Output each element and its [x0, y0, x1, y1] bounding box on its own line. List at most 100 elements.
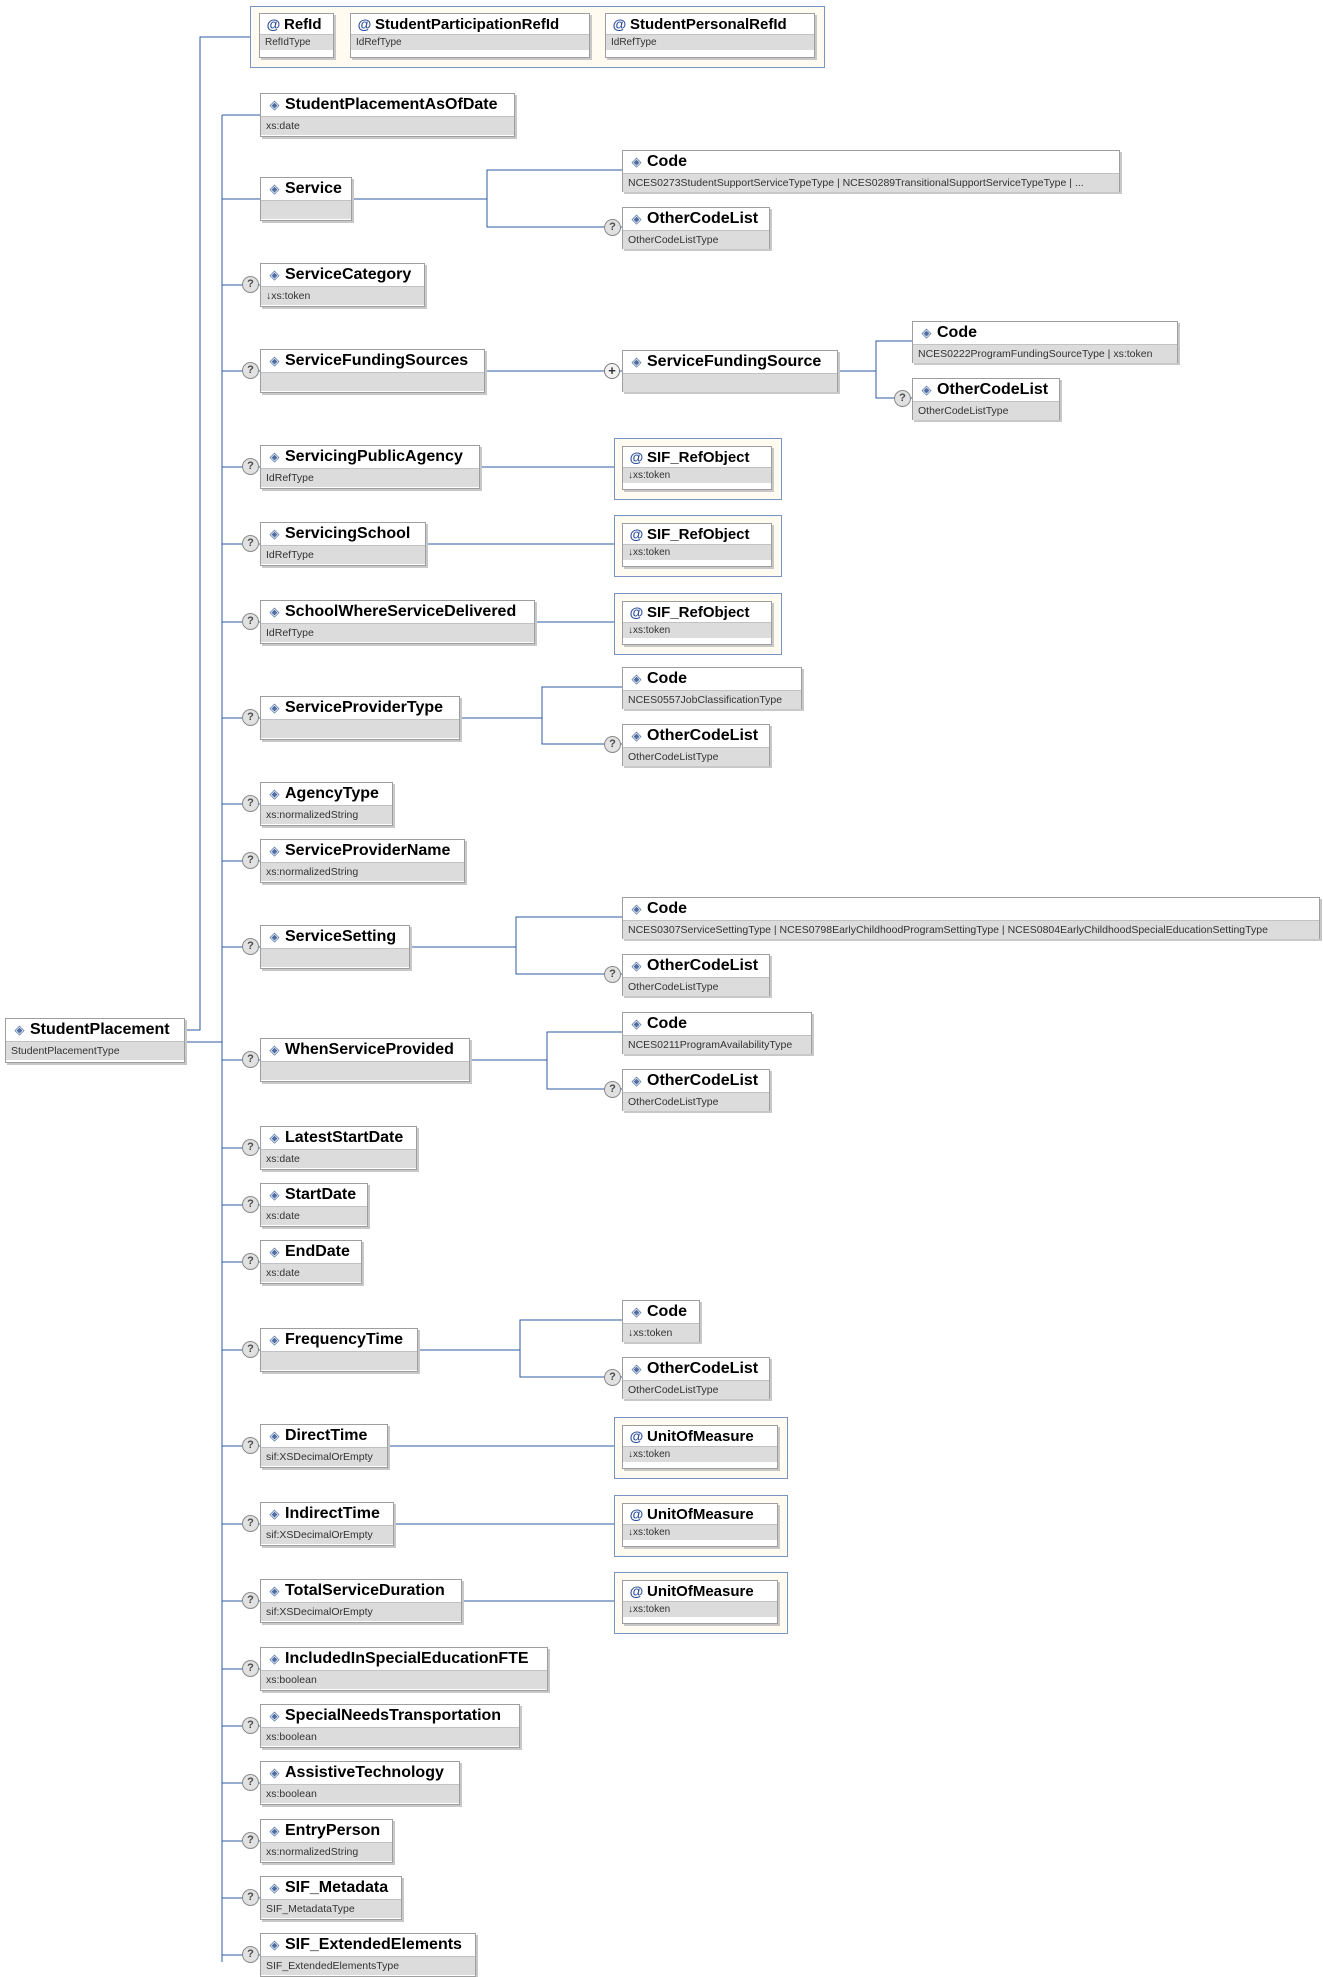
element-icon: ◈ — [631, 211, 642, 226]
element-name: WhenServiceProvided — [285, 1041, 454, 1058]
element-name: OtherCodeList — [647, 1072, 759, 1089]
attribute-agency-sif-ref-object[interactable]: @SIF_RefObject ↓xs:token — [622, 446, 772, 490]
element-type: xs:normalizedString — [261, 1842, 392, 1861]
element-latest-start-date[interactable]: ◈LatestStartDate xs:date — [260, 1126, 417, 1170]
attribute-name: RefId — [284, 16, 322, 33]
child-provider-other-code-list[interactable]: ◈OtherCodeList OtherCodeListType — [622, 724, 770, 766]
element-agency-type[interactable]: ◈AgencyType xs:normalizedString — [260, 782, 393, 826]
element-indirect-time[interactable]: ◈IndirectTime sif:XSDecimalOrEmpty — [260, 1502, 394, 1546]
attribute-student-personal-ref-id[interactable]: @StudentPersonalRefId IdRefType — [605, 13, 815, 58]
attribute-direct-unit-of-measure[interactable]: @UnitOfMeasure ↓xs:token — [622, 1425, 778, 1469]
element-assistive-technology[interactable]: ◈AssistiveTechnology xs:boolean — [260, 1761, 460, 1805]
element-end-date[interactable]: ◈EndDate xs:date — [260, 1240, 362, 1284]
element-icon: ◈ — [921, 382, 932, 397]
element-type: IdRefType — [261, 545, 425, 564]
attribute-type: ↓xs:token — [623, 622, 771, 638]
element-servicing-public-agency[interactable]: ◈ServicingPublicAgency IdRefType — [260, 445, 480, 489]
optional-marker-icon: ? — [242, 709, 259, 726]
element-name: SchoolWhereServiceDelivered — [285, 603, 517, 620]
element-name: Code — [937, 324, 977, 341]
optional-marker-icon: ? — [242, 938, 259, 955]
attribute-type: RefIdType — [260, 34, 333, 50]
optional-marker-icon: ? — [604, 736, 621, 753]
element-name: DirectTime — [285, 1427, 368, 1444]
attribute-student-participation-ref-id[interactable]: @StudentParticipationRefId IdRefType — [350, 13, 590, 58]
child-service-funding-source[interactable]: ◈ServiceFundingSource — [622, 350, 838, 392]
child-setting-other-code-list[interactable]: ◈OtherCodeList OtherCodeListType — [622, 954, 770, 996]
element-name: OtherCodeList — [647, 1360, 759, 1377]
optional-marker-icon: ? — [242, 1946, 259, 1963]
element-sif-extended-elements[interactable]: ◈SIF_ExtendedElements SIF_ExtendedElemen… — [260, 1933, 476, 1977]
element-name: OtherCodeList — [647, 727, 759, 744]
optional-marker-icon: ? — [242, 276, 259, 293]
element-name: StudentPlacementAsOfDate — [285, 96, 498, 113]
child-when-code[interactable]: ◈Code NCES0211ProgramAvailabilityType — [622, 1012, 812, 1054]
child-service-code[interactable]: ◈Code NCES0273StudentSupportServiceTypeT… — [622, 150, 1120, 192]
element-included-in-special-education-fte[interactable]: ◈IncludedInSpecialEducationFTE xs:boolea… — [260, 1647, 548, 1691]
child-funding-other-code-list[interactable]: ◈OtherCodeList OtherCodeListType — [912, 378, 1060, 420]
element-icon: ◈ — [631, 1016, 642, 1031]
element-icon: ◈ — [269, 1880, 280, 1895]
attribute-indirect-unit-of-measure[interactable]: @UnitOfMeasure ↓xs:token — [622, 1503, 778, 1547]
optional-marker-icon: ? — [242, 795, 259, 812]
element-entry-person[interactable]: ◈EntryPerson xs:normalizedString — [260, 1819, 393, 1863]
element-direct-time[interactable]: ◈DirectTime sif:XSDecimalOrEmpty — [260, 1424, 388, 1468]
element-icon: ◈ — [269, 267, 280, 282]
element-service-setting[interactable]: ◈ServiceSetting — [260, 925, 410, 969]
expand-plus-icon[interactable]: + — [604, 363, 620, 379]
element-name: IncludedInSpecialEducationFTE — [285, 1650, 529, 1667]
element-icon: ◈ — [631, 901, 642, 916]
attribute-icon: @ — [629, 1583, 644, 1599]
element-special-needs-transportation[interactable]: ◈SpecialNeedsTransportation xs:boolean — [260, 1704, 520, 1748]
child-provider-code[interactable]: ◈Code NCES0557JobClassificationType — [622, 667, 802, 709]
optional-marker-icon: ? — [894, 390, 911, 407]
element-icon: ◈ — [269, 1583, 280, 1598]
element-service-funding-sources[interactable]: ◈ServiceFundingSources — [260, 349, 485, 393]
attribute-delivered-sif-ref-object[interactable]: @SIF_RefObject ↓xs:token — [622, 601, 772, 645]
element-icon: ◈ — [269, 1937, 280, 1952]
element-name: OtherCodeList — [937, 381, 1049, 398]
element-total-service-duration[interactable]: ◈TotalServiceDuration sif:XSDecimalOrEmp… — [260, 1579, 462, 1623]
element-name: ServiceFundingSource — [647, 353, 822, 370]
element-icon: ◈ — [631, 1073, 642, 1088]
element-type: sif:XSDecimalOrEmpty — [261, 1602, 461, 1621]
attribute-ref-id[interactable]: @RefId RefIdType — [259, 13, 334, 58]
element-when-service-provided[interactable]: ◈WhenServiceProvided — [260, 1038, 470, 1082]
element-service-category[interactable]: ◈ServiceCategory ↓xs:token — [260, 263, 425, 307]
element-service-provider-name[interactable]: ◈ServiceProviderName xs:normalizedString — [260, 839, 465, 883]
optional-marker-icon: ? — [604, 1369, 621, 1386]
element-school-where-service-delivered[interactable]: ◈SchoolWhereServiceDelivered IdRefType — [260, 600, 535, 644]
element-name: Service — [285, 180, 342, 197]
element-servicing-school[interactable]: ◈ServicingSchool IdRefType — [260, 522, 426, 566]
element-name: SIF_Metadata — [285, 1879, 389, 1896]
element-icon: ◈ — [269, 353, 280, 368]
optional-marker-icon: ? — [242, 1515, 259, 1532]
element-type: IdRefType — [261, 468, 479, 487]
child-funding-code[interactable]: ◈Code NCES0222ProgramFundingSourceType |… — [912, 321, 1178, 363]
child-when-other-code-list[interactable]: ◈OtherCodeList OtherCodeListType — [622, 1069, 770, 1111]
element-start-date[interactable]: ◈StartDate xs:date — [260, 1183, 368, 1227]
child-frequency-other-code-list[interactable]: ◈OtherCodeList OtherCodeListType — [622, 1357, 770, 1399]
element-icon: ◈ — [269, 843, 280, 858]
attribute-total-unit-of-measure[interactable]: @UnitOfMeasure ↓xs:token — [622, 1580, 778, 1624]
element-name: EntryPerson — [285, 1822, 381, 1839]
element-student-placement-as-of-date[interactable]: ◈StudentPlacementAsOfDate xs:date — [260, 93, 515, 137]
element-type: OtherCodeListType — [623, 747, 769, 766]
element-service[interactable]: ◈Service — [260, 177, 352, 221]
element-student-placement[interactable]: ◈StudentPlacement StudentPlacementType — [5, 1018, 185, 1063]
optional-marker-icon: ? — [242, 1437, 259, 1454]
element-frequency-time[interactable]: ◈FrequencyTime — [260, 1328, 418, 1372]
optional-marker-icon: ? — [242, 1139, 259, 1156]
attribute-school-sif-ref-object[interactable]: @SIF_RefObject ↓xs:token — [622, 523, 772, 567]
element-icon: ◈ — [269, 1244, 280, 1259]
element-type — [261, 719, 459, 738]
element-sif-metadata[interactable]: ◈SIF_Metadata SIF_MetadataType — [260, 1876, 402, 1920]
child-frequency-code[interactable]: ◈Code ↓xs:token — [622, 1300, 700, 1342]
child-service-other-code-list[interactable]: ◈OtherCodeList OtherCodeListType — [622, 207, 770, 249]
element-service-provider-type[interactable]: ◈ServiceProviderType — [260, 696, 460, 740]
element-name: Code — [647, 153, 687, 170]
element-type — [261, 1061, 469, 1080]
child-setting-code[interactable]: ◈Code NCES0307ServiceSettingType | NCES0… — [622, 897, 1320, 939]
element-name: Code — [647, 1015, 687, 1032]
